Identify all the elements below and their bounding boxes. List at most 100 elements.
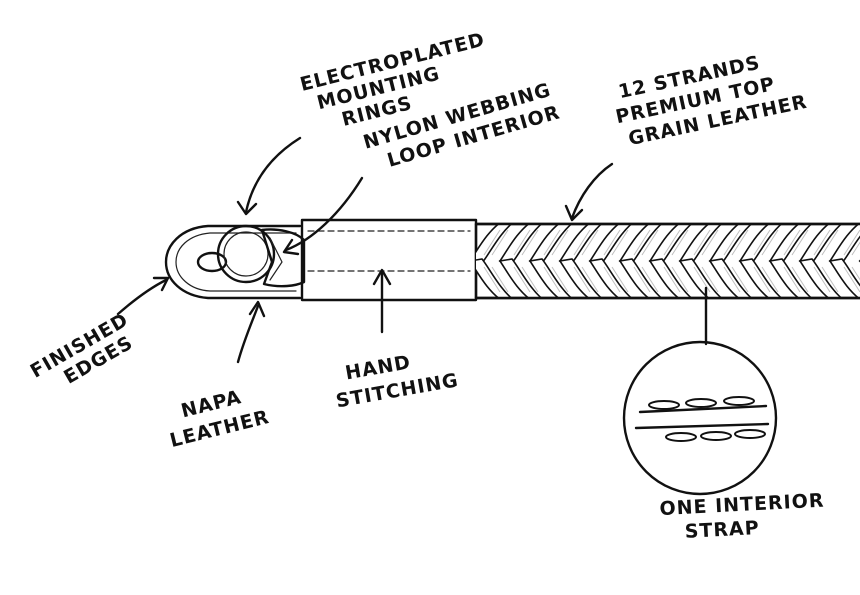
braid-shading bbox=[813, 229, 831, 256]
braid-shading bbox=[701, 229, 719, 256]
braid-strand bbox=[558, 258, 603, 298]
braid-shading bbox=[693, 229, 711, 256]
braid-shading bbox=[663, 229, 681, 256]
braid-shading bbox=[761, 229, 779, 256]
stitched-sleeve bbox=[300, 218, 478, 302]
braid-shading bbox=[551, 229, 569, 256]
braid-shading bbox=[491, 229, 509, 256]
braid-strand bbox=[498, 224, 543, 264]
braid-shading bbox=[761, 266, 779, 293]
braid-shading bbox=[513, 229, 531, 256]
braid-shading bbox=[843, 229, 860, 256]
braid-strand bbox=[768, 224, 813, 264]
label-strands: 12 STRANDS PREMIUM TOP GRAIN LEATHER bbox=[614, 52, 810, 150]
braid-shading bbox=[483, 266, 501, 293]
interior-strap-oval bbox=[648, 400, 680, 410]
braid-strand bbox=[738, 224, 783, 264]
braid-shading bbox=[723, 266, 741, 293]
arrow-strands bbox=[570, 162, 614, 220]
braid-shading bbox=[611, 229, 629, 256]
braid-shading bbox=[641, 229, 659, 256]
braid-shading bbox=[701, 266, 719, 293]
nylon-webbing-loop bbox=[260, 228, 306, 288]
braid-strand bbox=[498, 258, 543, 298]
braid-strand bbox=[738, 258, 783, 298]
braid-strand bbox=[528, 258, 573, 298]
braid-strand bbox=[798, 258, 843, 298]
braid-strand bbox=[768, 258, 813, 298]
braid-shading bbox=[641, 266, 659, 293]
braid-strand bbox=[828, 258, 860, 298]
braid-strand bbox=[678, 258, 723, 298]
braid-shading bbox=[491, 266, 509, 293]
braid-shading bbox=[731, 266, 749, 293]
braid-strand bbox=[648, 224, 693, 264]
braid-strand bbox=[528, 224, 573, 264]
braid-shading bbox=[543, 266, 561, 293]
braid-shading bbox=[573, 266, 591, 293]
mounting-ring bbox=[216, 224, 276, 284]
braid-shading bbox=[851, 266, 860, 281]
arrow-nylon-loop bbox=[284, 176, 364, 252]
interior-strap-oval bbox=[734, 429, 766, 439]
braid-shading bbox=[513, 266, 531, 293]
braid-shading bbox=[753, 229, 771, 256]
braid-shading bbox=[671, 266, 689, 293]
braid-shading bbox=[791, 266, 809, 293]
braid-strand bbox=[618, 224, 663, 264]
braid-shading bbox=[753, 266, 771, 293]
arrow-finished-edges bbox=[116, 278, 168, 316]
strap-illustration bbox=[164, 218, 860, 302]
braid-shading bbox=[603, 229, 621, 256]
arrow-mounting-rings bbox=[244, 136, 302, 214]
braid-shading bbox=[671, 229, 689, 256]
braid-strand bbox=[588, 224, 633, 264]
braid-shading bbox=[611, 266, 629, 293]
interior-strap-oval bbox=[685, 398, 717, 408]
braid-shading bbox=[821, 229, 839, 256]
braid-shading bbox=[693, 266, 711, 293]
braid-shading bbox=[603, 266, 621, 293]
cross-section-circle bbox=[622, 340, 778, 496]
braid-shading bbox=[483, 229, 501, 256]
braid-strand bbox=[558, 224, 603, 264]
braid-shading bbox=[581, 229, 599, 256]
callout-arrows bbox=[116, 136, 708, 364]
braid-shading bbox=[633, 229, 651, 256]
braid-strand bbox=[648, 258, 693, 298]
braid-shading bbox=[783, 229, 801, 256]
braid-strand bbox=[678, 224, 723, 264]
braided-leather bbox=[474, 222, 860, 300]
interior-strap-oval bbox=[665, 432, 697, 442]
label-napa-leather: NAPA LEATHER bbox=[168, 386, 272, 452]
label-hand-stitching: HAND STITCHING bbox=[334, 351, 460, 412]
interior-strap-oval bbox=[700, 431, 732, 441]
napa-leather-tab bbox=[164, 224, 302, 300]
braid-strand bbox=[708, 258, 753, 298]
braid-strand bbox=[618, 258, 663, 298]
label-finished-edges: FINISHED EDGES bbox=[27, 309, 137, 389]
braid-shading bbox=[663, 266, 681, 293]
braid-shading bbox=[573, 229, 591, 256]
braid-strand bbox=[588, 258, 633, 298]
braid-shading bbox=[843, 266, 860, 293]
braid-shading bbox=[783, 266, 801, 293]
braid-shading bbox=[791, 229, 809, 256]
braid-strand bbox=[828, 224, 860, 264]
braid-shading bbox=[551, 266, 569, 293]
braid-shading bbox=[581, 266, 599, 293]
arrow-napa-leather bbox=[236, 304, 260, 364]
braid-shading bbox=[521, 229, 539, 256]
braid-shading bbox=[543, 229, 561, 256]
braid-shading bbox=[813, 266, 831, 293]
label-line: STRAP bbox=[684, 517, 760, 543]
braid-strand bbox=[798, 224, 843, 264]
braid-shading bbox=[633, 266, 651, 293]
label-line: ONE INTERIOR bbox=[659, 490, 825, 521]
label-interior-strap: ONE INTERIOR STRAP bbox=[659, 490, 825, 543]
braid-strand bbox=[708, 224, 753, 264]
braid-shading bbox=[521, 266, 539, 293]
interior-strap-oval bbox=[723, 396, 755, 406]
braid-shading bbox=[851, 241, 860, 256]
